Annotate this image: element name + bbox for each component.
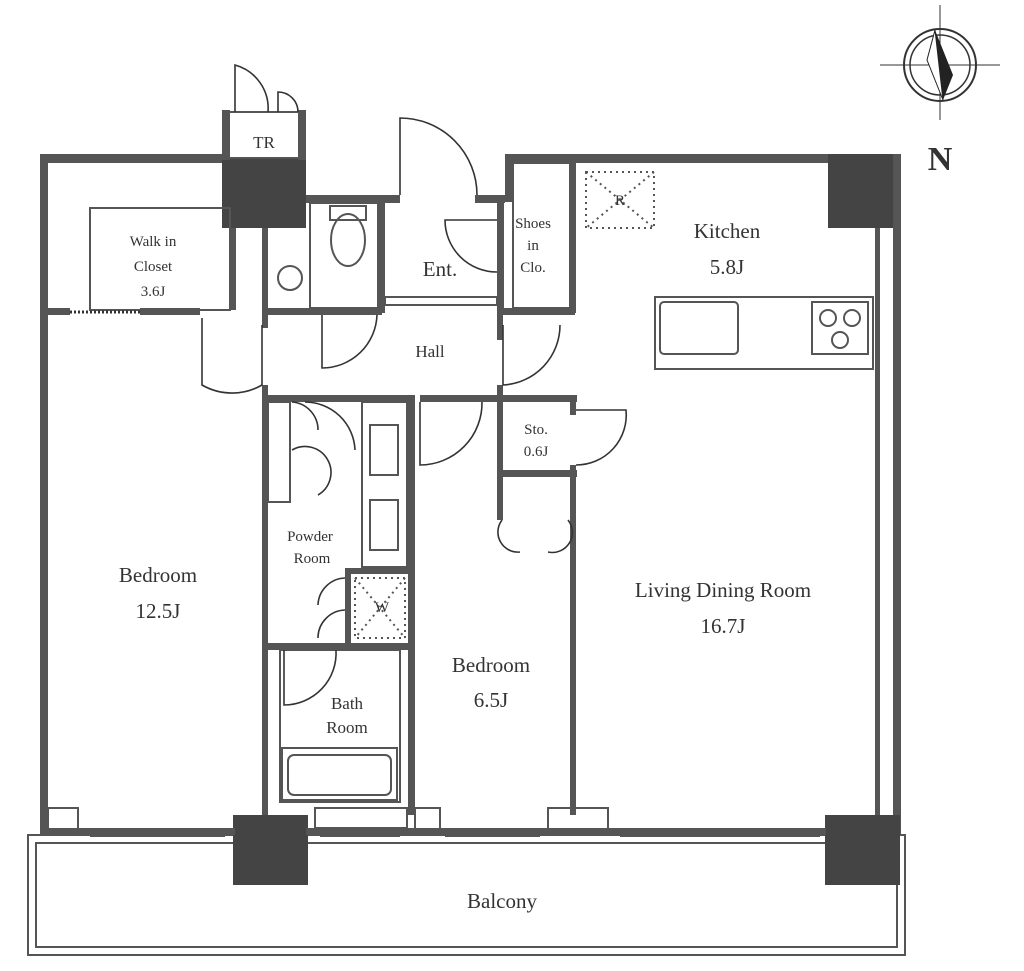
shoes-closet-label-3: Clo. — [520, 260, 545, 276]
walk-in-closet-label-2: Closet — [134, 259, 173, 275]
bedroom-main-size: 12.5J — [136, 599, 181, 623]
bedroom-small-size: 6.5J — [474, 688, 508, 712]
entrance-label: Ent. — [423, 257, 457, 281]
refrigerator-label: R — [615, 193, 625, 209]
powder-room-label-1: Powder — [287, 529, 333, 545]
walk-in-closet-size: 3.6J — [141, 284, 166, 300]
storage-label: Sto. — [524, 422, 548, 438]
shoes-closet-label-1: Shoes — [515, 216, 551, 232]
bath-room-label-1: Bath — [331, 694, 364, 713]
shoes-closet-label-2: in — [527, 238, 539, 254]
bedroom-main-label: Bedroom — [119, 563, 197, 587]
kitchen-label: Kitchen — [694, 219, 761, 243]
doors — [70, 63, 820, 837]
balcony-label: Balcony — [467, 889, 537, 913]
bedroom-small-label: Bedroom — [452, 653, 530, 677]
north-label: N — [928, 141, 953, 178]
walk-in-closet-label: Walk in — [130, 234, 177, 250]
hall-label: Hall — [415, 342, 445, 361]
tr-label: TR — [253, 133, 275, 152]
washer-label: W — [375, 600, 390, 616]
kitchen-size: 5.8J — [710, 255, 744, 279]
powder-room-label-2: Room — [294, 551, 331, 567]
storage-size: 0.6J — [524, 444, 549, 460]
living-dining-size: 16.7J — [701, 614, 746, 638]
bath-room-label-2: Room — [326, 718, 368, 737]
compass-icon — [880, 5, 1000, 120]
living-dining-label: Living Dining Room — [635, 578, 811, 602]
walls — [40, 110, 901, 885]
